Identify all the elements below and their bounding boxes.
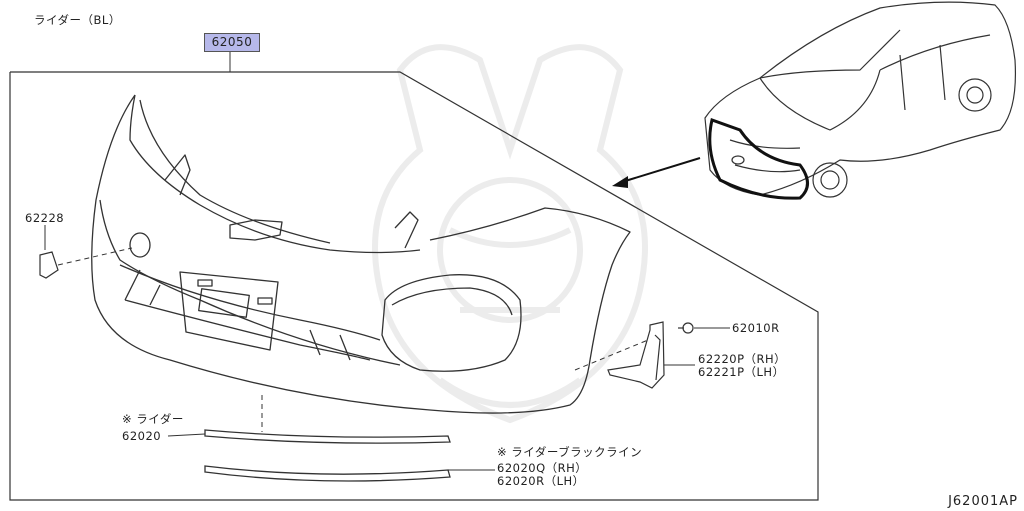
callout-62221p[interactable]: 62221P（LH）	[698, 365, 785, 379]
diagram-title: ライダー（BL）	[34, 13, 121, 27]
callout-62010r[interactable]: 62010R	[732, 321, 780, 335]
vehicle-drawing	[704, 1, 1017, 198]
front-bumper-drawing	[91, 94, 631, 414]
clip-62010r-drawing	[678, 322, 694, 334]
dashed-bracket	[574, 339, 649, 371]
callout-62228[interactable]: 62228	[25, 211, 65, 225]
pointer-arrowhead	[612, 176, 628, 188]
drawing-code: J62001AP	[948, 494, 1018, 509]
leader-62020	[167, 433, 206, 437]
callout-black-line-note: ※ ライダーブラックライン	[497, 445, 643, 459]
callout-62020r[interactable]: 62020R（LH）	[497, 474, 585, 488]
callout-62220p[interactable]: 62220P（RH）	[698, 352, 787, 366]
part-number-62050[interactable]: 62050	[204, 33, 260, 52]
detail-panel-frame	[9, 71, 819, 501]
dashed-62228	[57, 247, 133, 266]
pointer-arrow	[621, 157, 701, 183]
grommet-62228-drawing	[39, 251, 59, 279]
callout-62020q[interactable]: 62020Q（RH）	[497, 461, 588, 475]
vehicle-bumper-highlight	[708, 118, 809, 200]
rider-molding-drawing	[204, 429, 451, 482]
watermark-logo	[372, 44, 648, 424]
callout-62020[interactable]: 62020	[122, 429, 162, 443]
side-bracket-drawing	[607, 321, 665, 389]
callout-rider-note: ※ ライダー	[122, 412, 184, 426]
